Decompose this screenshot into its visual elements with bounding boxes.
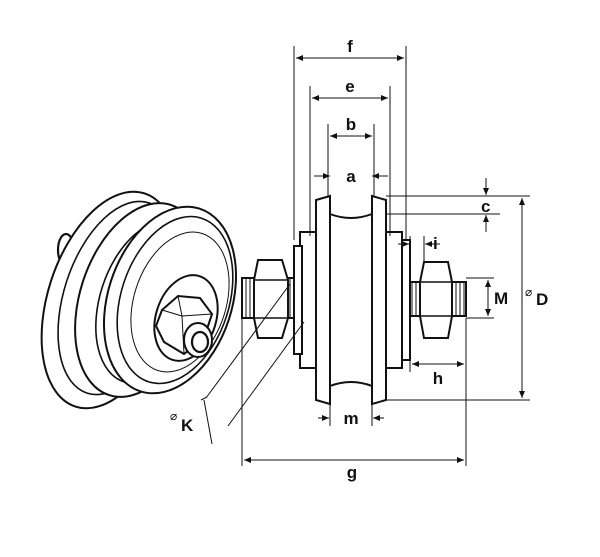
dimension-labels: f e b a c i M ⌀ D h m g ⌀ K (170, 37, 548, 482)
label-i: i (433, 234, 438, 253)
label-D: D (536, 290, 548, 309)
label-M: M (494, 289, 508, 308)
label-a: a (346, 167, 356, 186)
dimension-lines (200, 46, 530, 466)
label-c: c (481, 197, 490, 216)
diameter-symbol-D: ⌀ (525, 285, 532, 299)
label-m: m (343, 409, 358, 428)
label-h: h (433, 369, 443, 388)
perspective-wheel-view (40, 190, 238, 410)
label-b: b (346, 115, 356, 134)
diameter-symbol-K: ⌀ (170, 409, 177, 423)
label-f: f (347, 37, 353, 56)
label-K: K (181, 416, 194, 435)
side-section-view (241, 194, 467, 406)
label-g: g (347, 463, 357, 482)
label-e: e (345, 77, 354, 96)
